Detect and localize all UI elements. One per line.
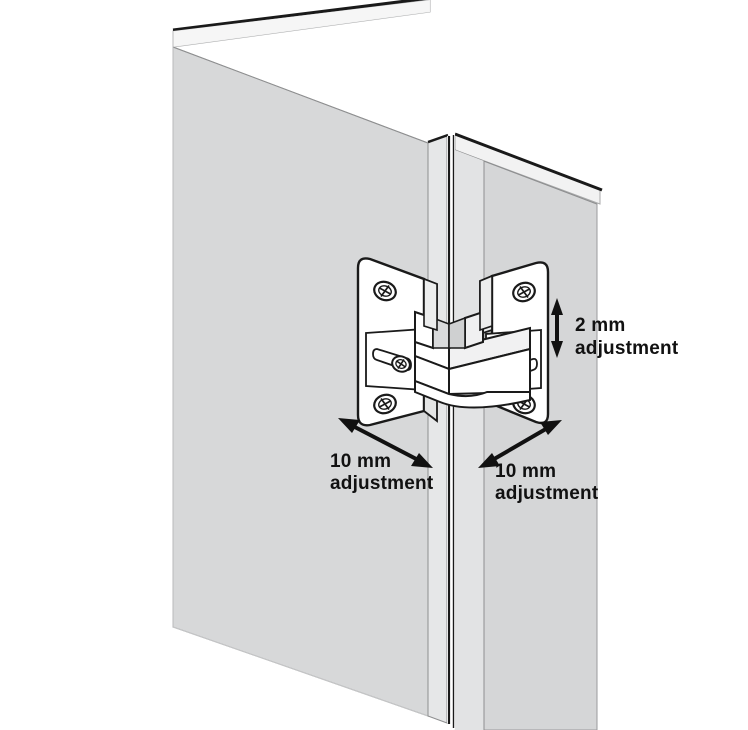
left-plate-top-screw xyxy=(373,280,397,302)
left-adjustment-word: adjustment xyxy=(330,473,434,494)
left-panel-top-face xyxy=(173,0,430,47)
hinge-riser-tabs xyxy=(423,274,493,332)
vertical-adjustment-word: adjustment xyxy=(575,338,679,359)
right-door-edge-strip xyxy=(455,150,484,730)
right-adjustment-word: adjustment xyxy=(495,483,599,504)
corner-hinge-assembly xyxy=(356,257,550,427)
left-riser-tab xyxy=(423,277,438,332)
left-panel-top-edge-line xyxy=(172,0,427,32)
left-panel-face-top-line xyxy=(172,46,429,144)
annotation-vertical-adjustment: 2 mm adjustment xyxy=(551,298,679,359)
right-riser-tab xyxy=(479,274,493,332)
left-strip-top-cap xyxy=(427,133,449,144)
left-diagonal-double-arrow-icon xyxy=(338,418,433,468)
left-door-panel xyxy=(172,0,431,717)
left-plate-bottom-screw xyxy=(373,393,397,415)
left-plate-slot-screw xyxy=(391,355,411,373)
link-corner-inner-right xyxy=(448,316,466,349)
left-adjustment-value: 10 mm xyxy=(330,451,391,472)
left-door-edge-strip xyxy=(427,135,448,724)
right-plate-top-screw xyxy=(512,281,536,303)
vertical-adjustment-value: 2 mm xyxy=(575,315,625,336)
right-diagonal-double-arrow-icon xyxy=(478,420,562,468)
left-mounting-plate xyxy=(356,257,438,427)
link-lower-return xyxy=(414,379,531,409)
right-panel-top-edge-line xyxy=(454,132,603,192)
annotation-right-depth-adjustment: 10 mm adjustment xyxy=(478,420,599,504)
left-panel-bottom-edge xyxy=(172,626,429,717)
center-corner-gap xyxy=(427,133,485,730)
annotation-left-depth-adjustment: 10 mm adjustment xyxy=(330,418,434,494)
vertical-double-arrow-icon xyxy=(551,298,563,358)
right-adjustment-value: 10 mm xyxy=(495,461,556,482)
